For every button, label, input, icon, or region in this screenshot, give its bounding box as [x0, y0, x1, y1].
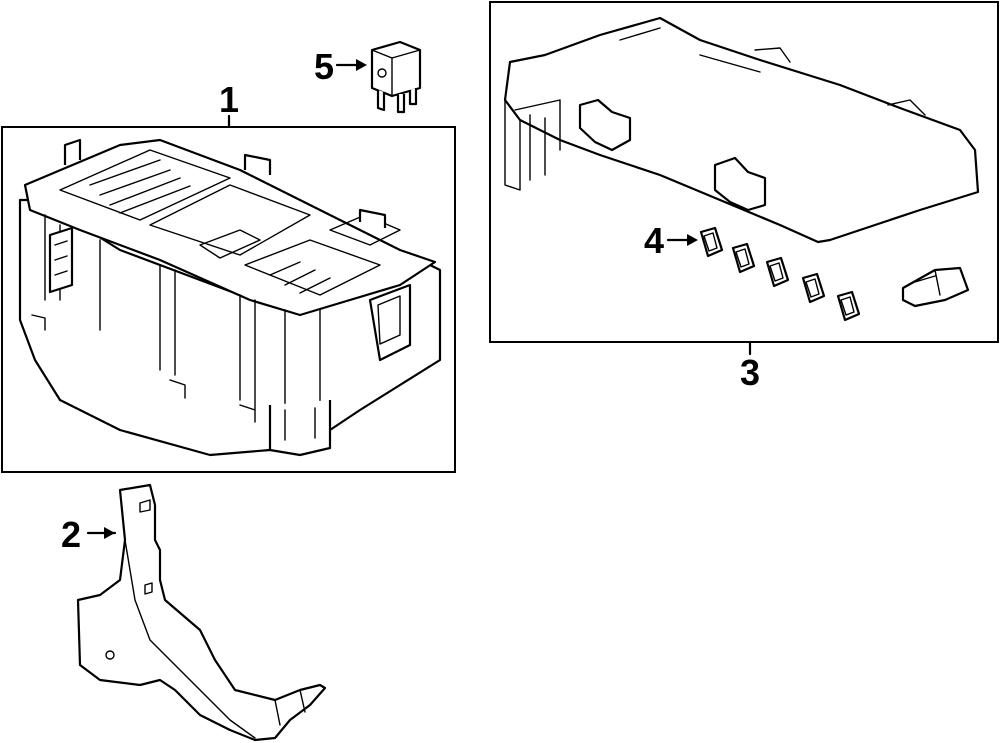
fuse-box-drawing — [18, 138, 442, 457]
terminals-drawing — [699, 226, 970, 322]
frame-part-3 — [489, 1, 999, 343]
callout-2: 2 — [61, 514, 81, 555]
callout-3: 3 — [740, 352, 760, 393]
arrowhead-2 — [104, 527, 115, 539]
callout-4: 4 — [644, 220, 664, 261]
cover-drawing — [503, 16, 980, 244]
bracket-drawing — [76, 483, 327, 742]
arrowhead-4 — [687, 234, 698, 246]
callout-1: 1 — [219, 79, 239, 120]
callout-5: 5 — [314, 46, 334, 87]
arrowhead-5 — [356, 59, 367, 71]
relay-drawing — [370, 40, 422, 114]
